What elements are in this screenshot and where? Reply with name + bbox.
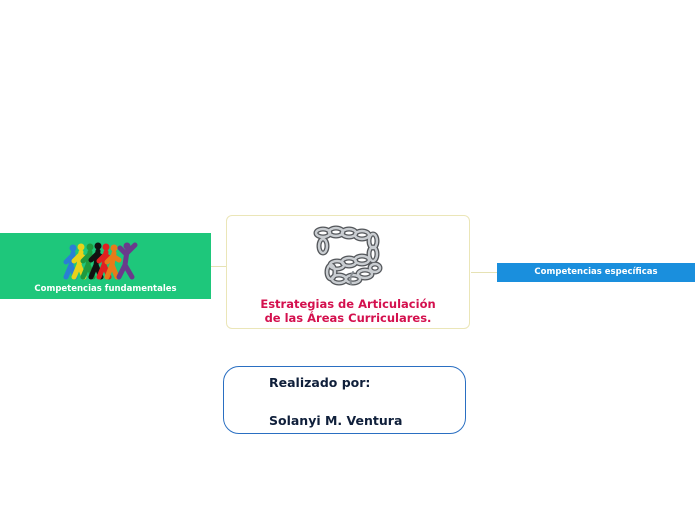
author-name: Solanyi M. Ventura <box>269 413 402 428</box>
author-label: Realizado por: <box>269 375 370 390</box>
right-topic-label: Competencias específicas <box>534 267 657 277</box>
right-topic-node[interactable]: Competencias específicas <box>497 263 695 282</box>
connector-left <box>211 266 226 267</box>
central-topic-node[interactable]: Estrategias de Articulación de las Áreas… <box>226 215 470 329</box>
people-group-icon <box>63 237 143 283</box>
chain-icon <box>313 224 385 290</box>
left-topic-node[interactable]: Competencias fundamentales <box>0 233 211 299</box>
connector-right <box>471 272 497 273</box>
left-topic-label: Competencias fundamentales <box>0 284 211 294</box>
author-box[interactable]: Realizado por: Solanyi M. Ventura <box>223 366 466 434</box>
central-topic-title: Estrategias de Articulación de las Áreas… <box>227 297 469 325</box>
